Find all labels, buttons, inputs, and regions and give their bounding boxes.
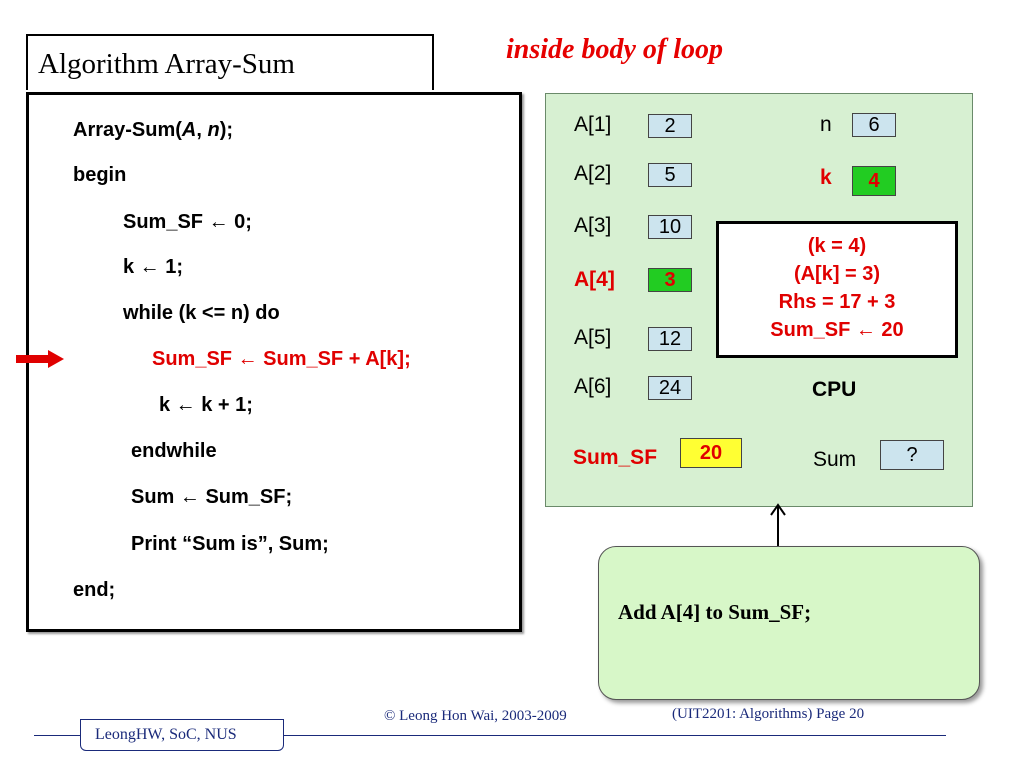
code-while: while (k <= n) do [123, 302, 280, 324]
code-header-line: Array-Sum(A, n); [73, 118, 233, 142]
array-label-5: A[5] [574, 326, 612, 349]
code-init-sum: Sum_SF ← 0; [123, 211, 252, 233]
k-cell: 4 [852, 166, 896, 196]
code-body-inc: k ← k + 1; [159, 394, 253, 416]
footer-badge [80, 719, 284, 751]
sum-label: Sum [813, 448, 857, 471]
array-cell-3: 10 [648, 215, 692, 239]
array-label-3: A[3] [574, 214, 612, 237]
sum-sf-cell: 20 [680, 438, 742, 468]
cpu-label: CPU [812, 378, 857, 401]
current-line-arrow-icon [16, 350, 64, 368]
comment-text: Add A[4] to Sum_SF; [618, 600, 812, 624]
n-label: n [820, 113, 832, 136]
array-cell-4: 3 [648, 268, 692, 292]
cpu-info-box: (k = 4) (A[k] = 3) Rhs = 17 + 3 Sum_SF ←… [716, 221, 958, 358]
footer-badge-text: LeongHW, SoC, NUS [95, 726, 237, 743]
code-param-a: A [181, 119, 197, 141]
footer-copyright: © Leong Hon Wai, 2003-2009 [384, 708, 567, 724]
sum-sf-label: Sum_SF [573, 446, 658, 469]
code-body-add: Sum_SF ← Sum_SF + A[k]; [152, 348, 411, 370]
array-label-2: A[2] [574, 162, 612, 185]
n-cell: 6 [852, 113, 896, 137]
info-line-3: Rhs = 17 + 3 [778, 291, 896, 313]
slide-subtitle: inside body of loop [506, 34, 723, 65]
info-line-4: Sum_SF ← 20 [770, 319, 904, 341]
array-label-1: A[1] [574, 113, 612, 136]
code-end: end; [73, 579, 116, 601]
code-print: Print “Sum is”, Sum; [131, 533, 329, 555]
code-panel [26, 92, 522, 632]
info-line-1: (k = 4) [807, 235, 867, 257]
array-label-4: A[4] [574, 268, 615, 291]
code-endwhile: endwhile [131, 440, 217, 462]
comment-box [598, 546, 980, 700]
array-cell-6: 24 [648, 376, 692, 400]
up-arrow-icon [770, 503, 786, 549]
array-cell-2: 5 [648, 163, 692, 187]
footer-page-number: (UIT2201: Algorithms) Page 20 [672, 706, 865, 722]
footer-line [34, 735, 946, 736]
array-cell-1: 2 [648, 114, 692, 138]
k-label: k [820, 166, 832, 189]
code-param-n: n [207, 119, 220, 141]
info-line-2: (A[k] = 3) [793, 263, 881, 285]
array-cell-5: 12 [648, 327, 692, 351]
array-label-6: A[6] [574, 375, 612, 398]
code-comma: , [196, 119, 208, 141]
code-header-end: ); [219, 119, 234, 141]
sum-cell: ? [880, 440, 944, 470]
code-func-name: Array-Sum( [73, 119, 182, 141]
code-assign-sum: Sum ← Sum_SF; [131, 486, 293, 508]
slide-title: Algorithm Array-Sum [38, 48, 295, 80]
code-begin: begin [73, 164, 127, 186]
title-box [26, 34, 434, 90]
code-init-k: k ← 1; [123, 256, 184, 278]
